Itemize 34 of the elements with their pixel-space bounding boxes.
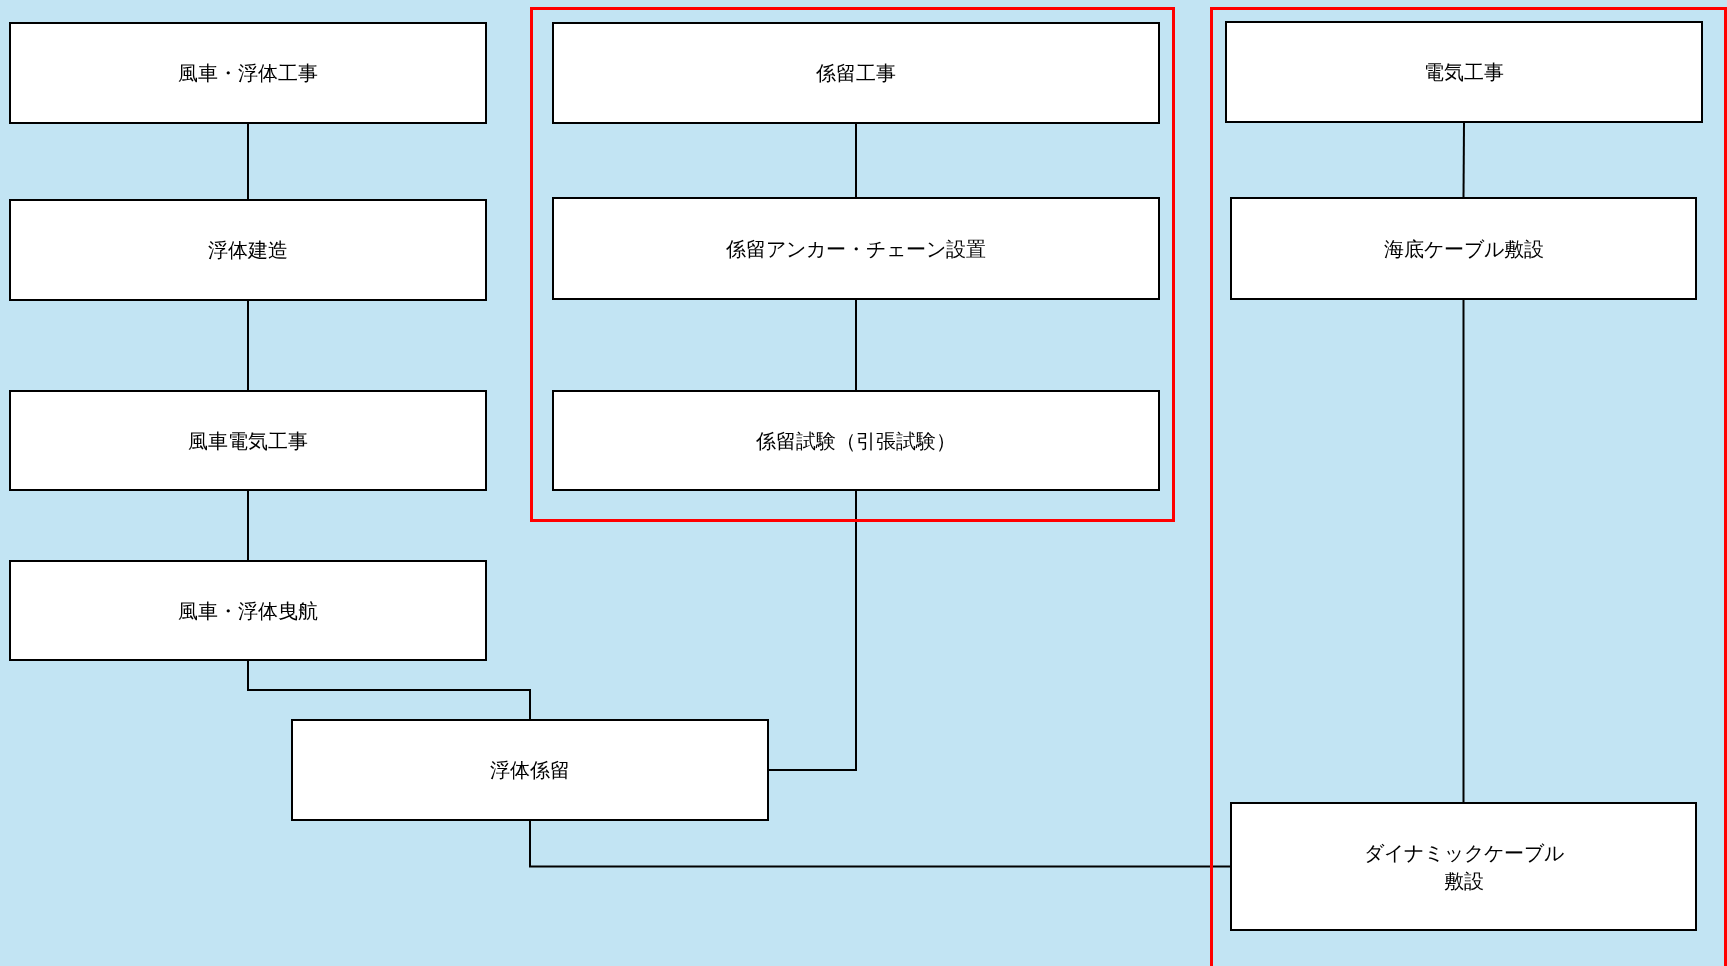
group-frame [530, 7, 1175, 522]
connector-line [768, 490, 857, 771]
process-box [9, 390, 487, 491]
connector-line [529, 820, 1231, 868]
node-label: 風車・浮体工事 [178, 60, 318, 87]
connector-line [855, 299, 857, 391]
process-box [552, 390, 1160, 491]
node-label: ダイナミックケーブル敷設 [1363, 839, 1564, 895]
group-frame [1210, 7, 1727, 966]
process-box [552, 197, 1160, 300]
process-box [1230, 197, 1697, 300]
node-label: 係留アンカー・チェーン設置 [726, 235, 986, 263]
process-box [552, 22, 1160, 124]
connector-line [247, 123, 249, 200]
node-label: 電気工事 [1424, 59, 1504, 86]
connector-line [1462, 299, 1465, 803]
node-label: 海底ケーブル敷設 [1383, 235, 1544, 263]
process-box [1225, 21, 1703, 123]
connector-line [247, 300, 249, 391]
node-label: 係留試験（引張試験） [756, 427, 956, 455]
process-box [291, 719, 769, 821]
connector-line [1462, 122, 1465, 198]
process-box [9, 22, 487, 124]
node-label: 係留工事 [816, 60, 896, 87]
node-label: 風車・浮体曳航 [178, 597, 318, 625]
process-box [1230, 802, 1697, 931]
node-label: 浮体係留 [490, 757, 570, 784]
process-box [9, 199, 487, 301]
connector-line [247, 660, 531, 720]
process-box [9, 560, 487, 661]
connector-line [855, 123, 857, 198]
node-label: 浮体建造 [208, 237, 288, 264]
connector-line [247, 490, 249, 561]
node-label: 風車電気工事 [188, 427, 308, 455]
